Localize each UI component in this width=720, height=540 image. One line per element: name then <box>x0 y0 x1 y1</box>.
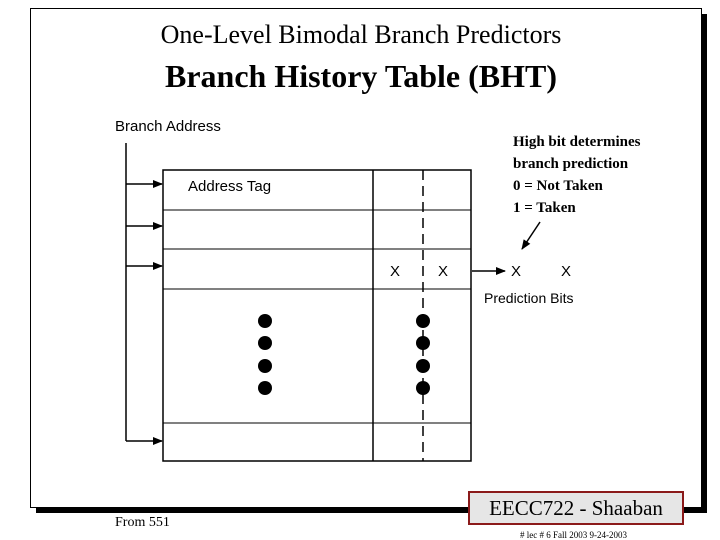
note-line: branch prediction <box>513 156 629 172</box>
ellipsis-dot <box>258 314 272 328</box>
address-tag-label: Address Tag <box>188 178 271 195</box>
frame-shadow-bottom <box>36 508 707 513</box>
ellipsis-dot <box>258 359 272 373</box>
slide-title: One-Level Bimodal Branch Predictors <box>160 20 562 49</box>
note-line: 1 = Taken <box>513 200 576 216</box>
frame-shadow-right <box>702 14 707 513</box>
ellipsis-dot <box>258 381 272 395</box>
prediction-note: High bit determines branch prediction 0 … <box>513 131 641 219</box>
ellipsis-dot <box>416 314 430 328</box>
footer-source: From 551 <box>115 515 170 530</box>
slide-subtitle: Branch History Table (BHT) <box>164 58 558 94</box>
output-bit-high: X <box>511 263 521 280</box>
ellipsis-dot <box>416 381 430 395</box>
slide-frame <box>30 8 702 508</box>
output-bit-low: X <box>561 263 571 280</box>
prediction-bits-label: Prediction Bits <box>484 290 573 306</box>
lecture-info: # lec # 6 Fall 2003 9-24-2003 <box>520 530 627 540</box>
bht-table <box>162 169 472 462</box>
branch-address-label: Branch Address <box>115 118 221 135</box>
ellipsis-dot <box>258 336 272 350</box>
note-line: 0 = Not Taken <box>513 178 603 194</box>
ellipsis-dot <box>416 336 430 350</box>
note-pointer-arrow <box>521 221 541 250</box>
course-badge: EECC722 - Shaaban <box>468 491 684 525</box>
note-line: High bit determines <box>513 134 641 150</box>
prediction-bit-low: X <box>438 263 448 280</box>
ellipsis-dot <box>416 359 430 373</box>
prediction-bit-high: X <box>390 263 400 280</box>
